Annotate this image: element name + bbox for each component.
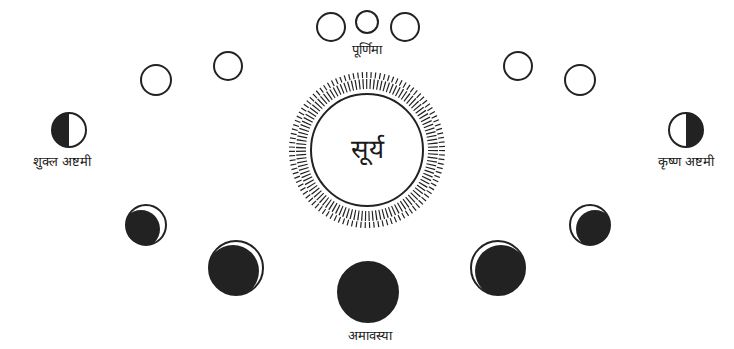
phase-label: कृष्ण अष्टमी bbox=[656, 154, 716, 170]
phase-label: शुक्ल अष्टमी bbox=[31, 154, 93, 170]
sun-circle: सूर्य bbox=[310, 93, 424, 207]
waning-moons bbox=[471, 112, 703, 297]
waxing-moons bbox=[52, 112, 263, 297]
sun-label: सूर्य bbox=[351, 134, 384, 165]
full-moons bbox=[141, 11, 595, 95]
phase-label: अमावस्या bbox=[346, 328, 394, 344]
phase-label: पूर्णिमा bbox=[350, 42, 384, 58]
sun-rays bbox=[292, 75, 442, 225]
new-moon bbox=[338, 262, 398, 322]
